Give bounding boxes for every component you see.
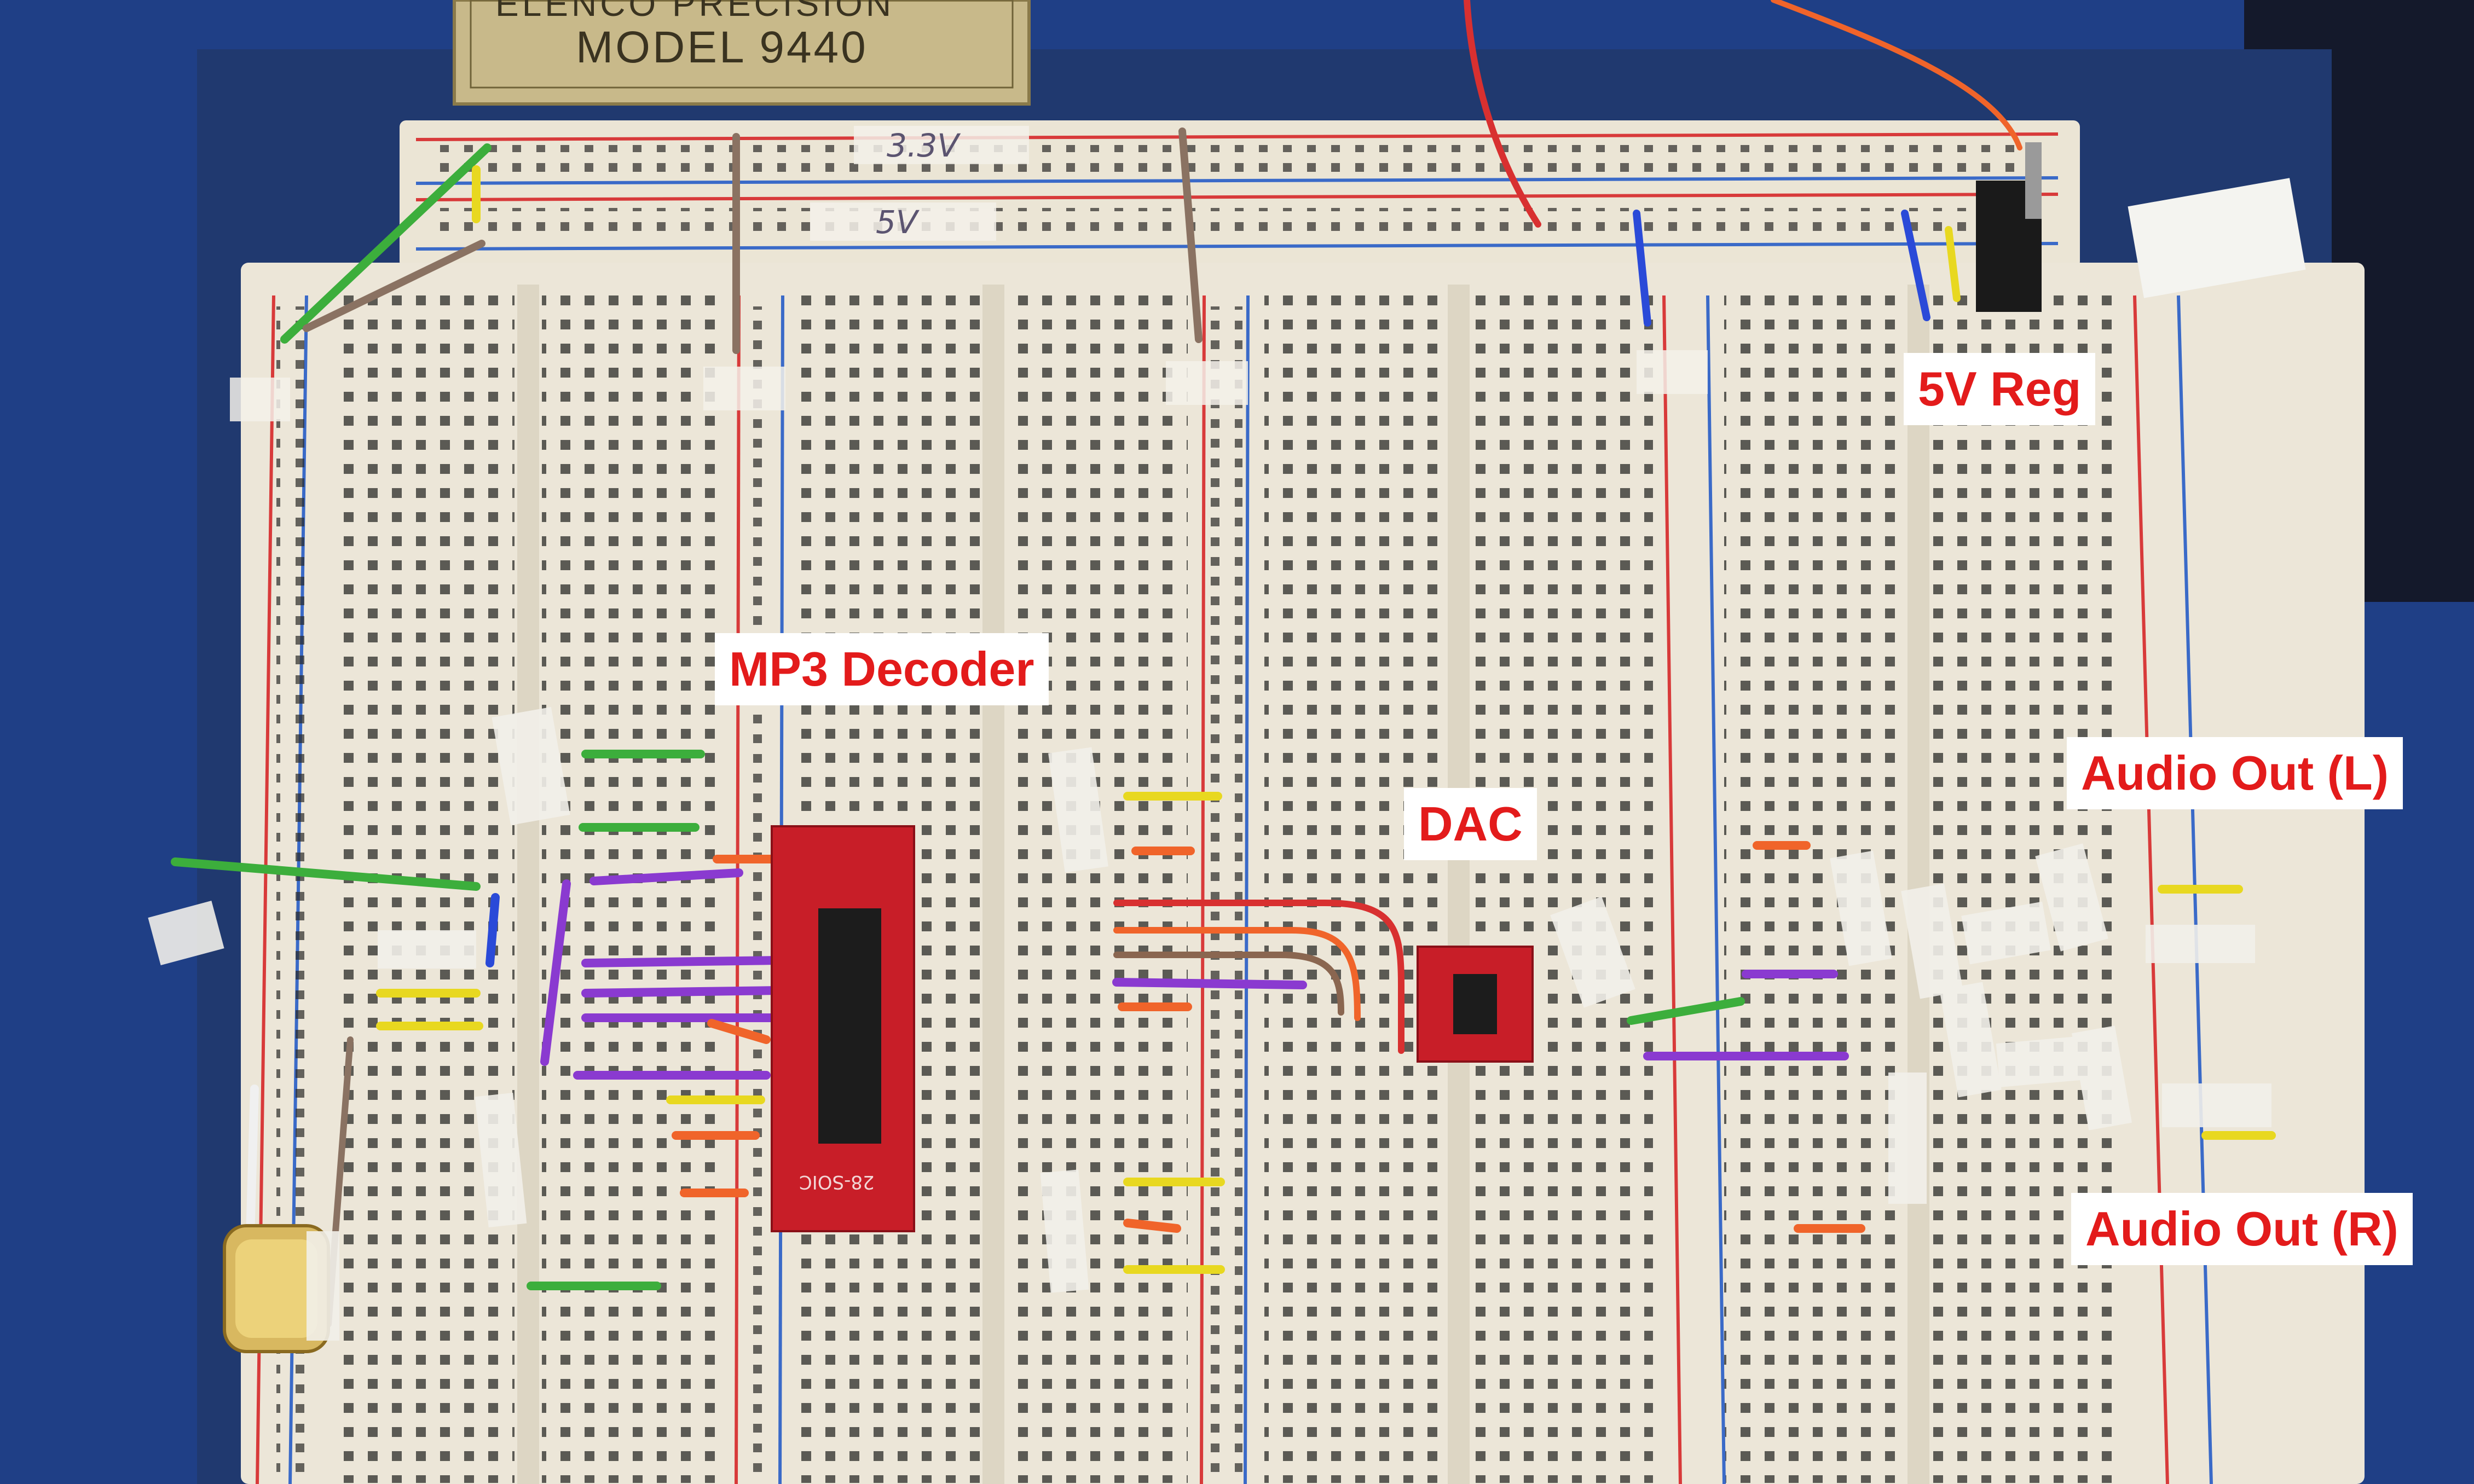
- label-mp3-decoder: MP3 Decoder: [715, 633, 1049, 705]
- label-5v-regulator: 5V Reg: [1904, 353, 2096, 425]
- tape-label-5v: 5V: [876, 204, 918, 241]
- blue-wire-mid: [485, 893, 500, 967]
- purple-wire-vertical: [540, 879, 571, 1066]
- jumper-wires: [171, 0, 2276, 1328]
- brown-wire: [303, 240, 485, 332]
- orange-supply-wire: [1771, 0, 2022, 150]
- label-audio-out-left: Audio Out (L): [2067, 737, 2403, 809]
- red-supply-wire: [1464, 0, 1541, 228]
- terminal-strips: [334, 295, 2113, 1483]
- brand-plaque: [453, 0, 1031, 106]
- chip-silkscreen: 28-SOIC: [799, 1171, 875, 1193]
- voltage-regulator: [1976, 142, 2306, 312]
- blue-wire-rail: [1633, 210, 1651, 327]
- top-power-rail: [400, 120, 2080, 268]
- tape-label-3v3: 3.3V: [887, 127, 959, 164]
- center-channels: [517, 285, 1929, 1484]
- dac-board: [1417, 946, 1534, 1063]
- green-wire-left: [171, 857, 481, 891]
- brown-wire-33v-b: [1178, 127, 1203, 343]
- label-dac: DAC: [1404, 788, 1537, 860]
- green-wire: [280, 143, 492, 344]
- blue-wire-reg-a: [1901, 210, 1930, 321]
- label-audio-out-right: Audio Out (R): [2071, 1193, 2413, 1265]
- taped-components: [148, 706, 2271, 1341]
- tape-labels: [230, 126, 1708, 421]
- crystal-oscillator: [223, 1224, 330, 1353]
- yellow-wire-reg: [1945, 226, 1961, 302]
- mp3-decoder-board: [771, 825, 915, 1232]
- plaque-brand-text: ELENCO PRECISION: [495, 0, 895, 24]
- plaque-model-text: MODEL 9440: [576, 22, 868, 72]
